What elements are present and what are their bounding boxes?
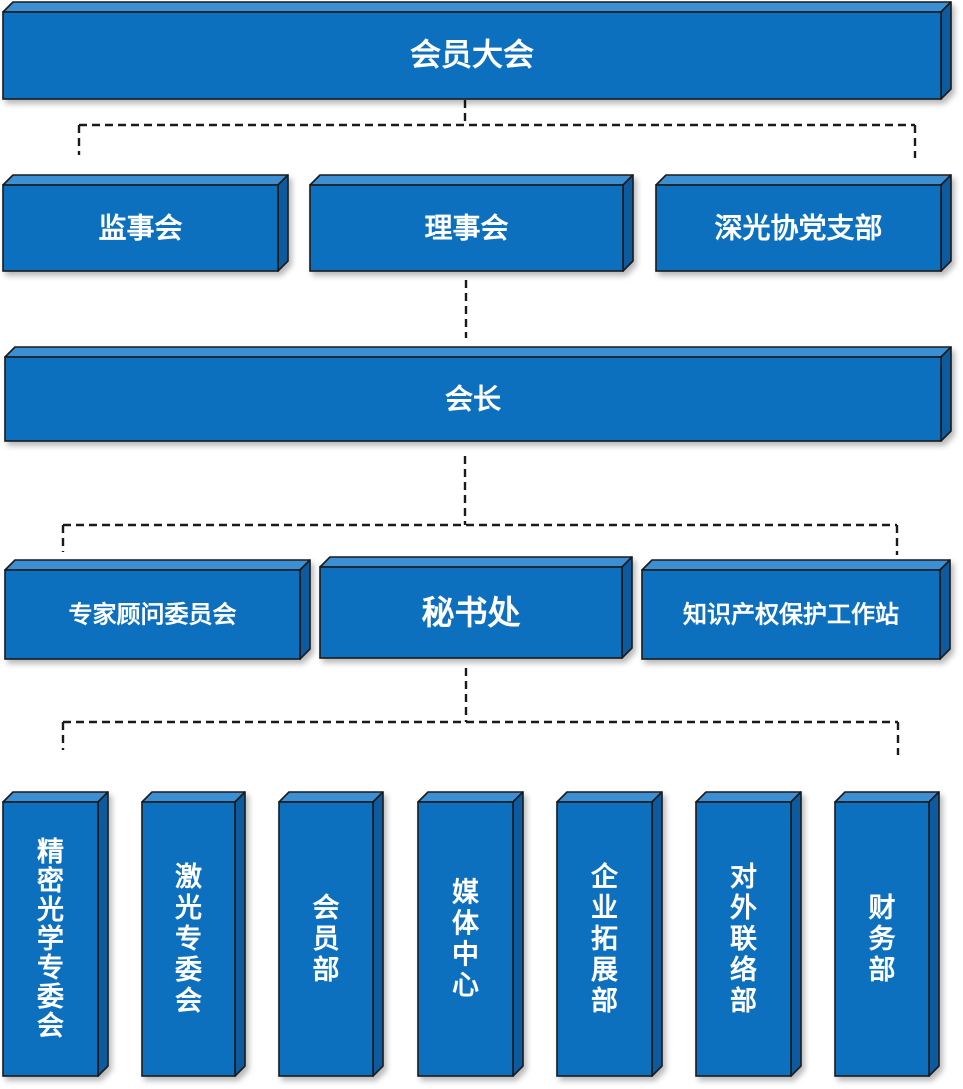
- box-dept-6: 对外联络部: [695, 791, 802, 1077]
- box-secretariat-top-face: [319, 556, 633, 568]
- box-dept-5-label: 企业拓展部: [591, 861, 619, 1017]
- box-dept-1-front-face: [2, 801, 99, 1077]
- box-ip-station-label: 知识产权保护工作站: [683, 601, 899, 629]
- box-dept-3-front-face: [278, 801, 374, 1077]
- connectors: [61, 100, 917, 755]
- box-dept-5-front-face: [556, 801, 653, 1077]
- box-dept-1-label: 精密光学专委会: [36, 837, 64, 1042]
- box-secretariat-front-face: [319, 566, 623, 659]
- box-assembly-front-face: [2, 11, 942, 100]
- box-supervisors-front-face: [2, 184, 279, 272]
- box-dept-6-side-face: [790, 791, 802, 1077]
- box-experts: 专家顾问委员会: [4, 559, 311, 660]
- box-supervisors: 监事会: [2, 174, 289, 272]
- box-dept-2: 激光专委会: [141, 791, 246, 1077]
- box-dept-7-front-face: [834, 801, 930, 1077]
- box-dept-4-label: 媒体中心: [452, 876, 480, 1001]
- box-dept-3-label: 会员部: [313, 893, 340, 986]
- box-dept-7-label: 财务部: [869, 893, 896, 986]
- box-dept-2-label: 激光专委会: [174, 861, 202, 1017]
- box-dept-6-label: 对外联络部: [730, 862, 757, 1017]
- box-supervisors-label: 监事会: [98, 212, 182, 245]
- box-dept-4-side-face: [512, 791, 524, 1077]
- box-dept-7: 财务部: [834, 791, 940, 1077]
- box-dept-4-front-face: [417, 801, 514, 1077]
- box-supervisors-top-face: [2, 174, 289, 186]
- box-dept-7-side-face: [928, 791, 940, 1077]
- box-ip-station: 知识产权保护工作站: [641, 559, 951, 660]
- box-president-side-face: [940, 346, 952, 442]
- box-experts-top-face: [4, 559, 311, 571]
- box-dept-6-top-face: [695, 791, 802, 803]
- box-dept-5-top-face: [556, 791, 663, 803]
- box-dept-5: 企业拓展部: [556, 791, 663, 1077]
- box-experts-front-face: [4, 569, 301, 660]
- box-assembly-side-face: [940, 1, 952, 100]
- connector-president-row3: [61, 456, 899, 555]
- connector-assembly-row1: [77, 100, 917, 158]
- box-supervisors-side-face: [277, 174, 289, 272]
- box-party-branch-top-face: [655, 174, 952, 186]
- box-council-front-face: [309, 184, 624, 272]
- box-secretariat-label: 秘书处: [422, 593, 521, 632]
- box-council-label: 理事会: [424, 212, 508, 245]
- box-ip-station-side-face: [939, 559, 951, 660]
- box-dept-1: 精密光学专委会: [2, 791, 109, 1077]
- connector-secretariat-departments: [61, 668, 900, 755]
- box-experts-side-face: [299, 559, 311, 660]
- box-council-side-face: [622, 174, 634, 272]
- box-council-top-face: [309, 174, 634, 186]
- box-assembly-top-face: [2, 1, 952, 13]
- box-president-top-face: [4, 346, 952, 358]
- box-dept-2-front-face: [141, 801, 236, 1077]
- box-party-branch-front-face: [655, 184, 942, 272]
- box-secretariat: 秘书处: [319, 556, 633, 659]
- box-experts-label: 专家顾问委员会: [69, 601, 237, 629]
- box-dept-1-top-face: [2, 791, 109, 803]
- box-party-branch-side-face: [940, 174, 952, 272]
- box-assembly: 会员大会: [2, 1, 952, 100]
- box-dept-1-side-face: [97, 791, 109, 1077]
- box-assembly-label: 会员大会: [410, 38, 534, 74]
- box-president-label: 会长: [445, 383, 501, 416]
- box-party-branch-label: 深光协党支部: [714, 212, 882, 245]
- box-dept-3-top-face: [278, 791, 384, 803]
- box-president: 会长: [4, 346, 952, 442]
- box-party-branch: 深光协党支部: [655, 174, 952, 272]
- box-ip-station-front-face: [641, 569, 941, 660]
- box-dept-3: 会员部: [278, 791, 384, 1077]
- box-dept-4-top-face: [417, 791, 524, 803]
- box-dept-5-side-face: [651, 791, 663, 1077]
- box-president-front-face: [4, 356, 942, 442]
- box-dept-3-side-face: [372, 791, 384, 1077]
- box-council: 理事会: [309, 174, 634, 272]
- box-dept-2-side-face: [234, 791, 246, 1077]
- box-dept-6-front-face: [695, 801, 792, 1077]
- box-ip-station-top-face: [641, 559, 951, 571]
- box-dept-2-top-face: [141, 791, 246, 803]
- box-secretariat-side-face: [621, 556, 633, 659]
- box-dept-7-top-face: [834, 791, 940, 803]
- box-dept-4: 媒体中心: [417, 791, 524, 1077]
